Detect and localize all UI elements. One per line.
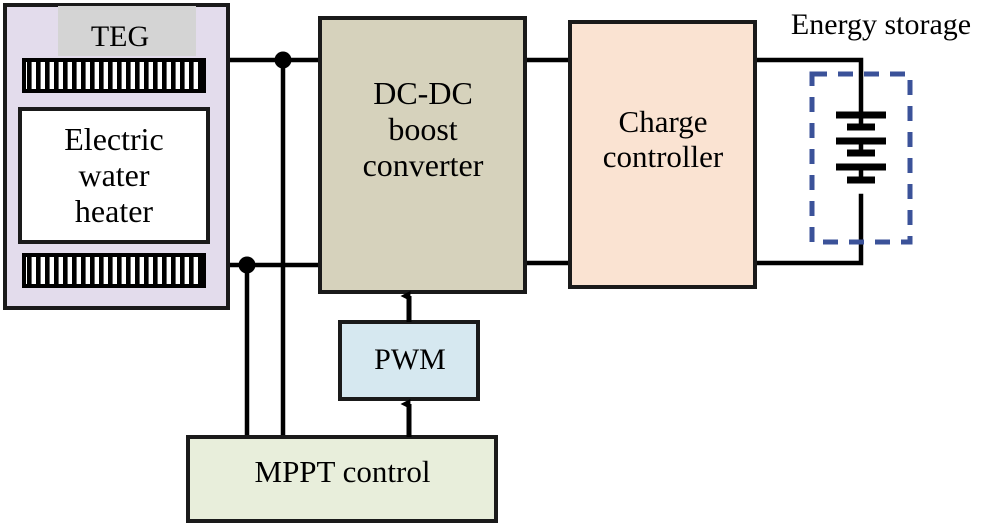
teg-label-backdrop — [58, 6, 196, 56]
pwm-block[interactable] — [338, 320, 480, 401]
battery-symbol — [836, 111, 886, 184]
thermoelectric-module-bottom — [22, 253, 206, 288]
electric-water-heater-box — [18, 107, 210, 244]
wire-charge-to-battery-negative — [750, 193, 864, 266]
junction-dot-top — [274, 51, 292, 69]
thermoelectric-module-top — [22, 58, 206, 93]
charge-controller-block[interactable] — [568, 20, 757, 289]
wire-charge-to-battery-positive — [750, 57, 864, 116]
mppt-control-block[interactable] — [186, 435, 498, 523]
junction-dot-bottom — [238, 256, 256, 274]
energy-storage-dashed-boundary — [809, 71, 913, 245]
dcdc-boost-converter-block[interactable] — [318, 16, 527, 294]
